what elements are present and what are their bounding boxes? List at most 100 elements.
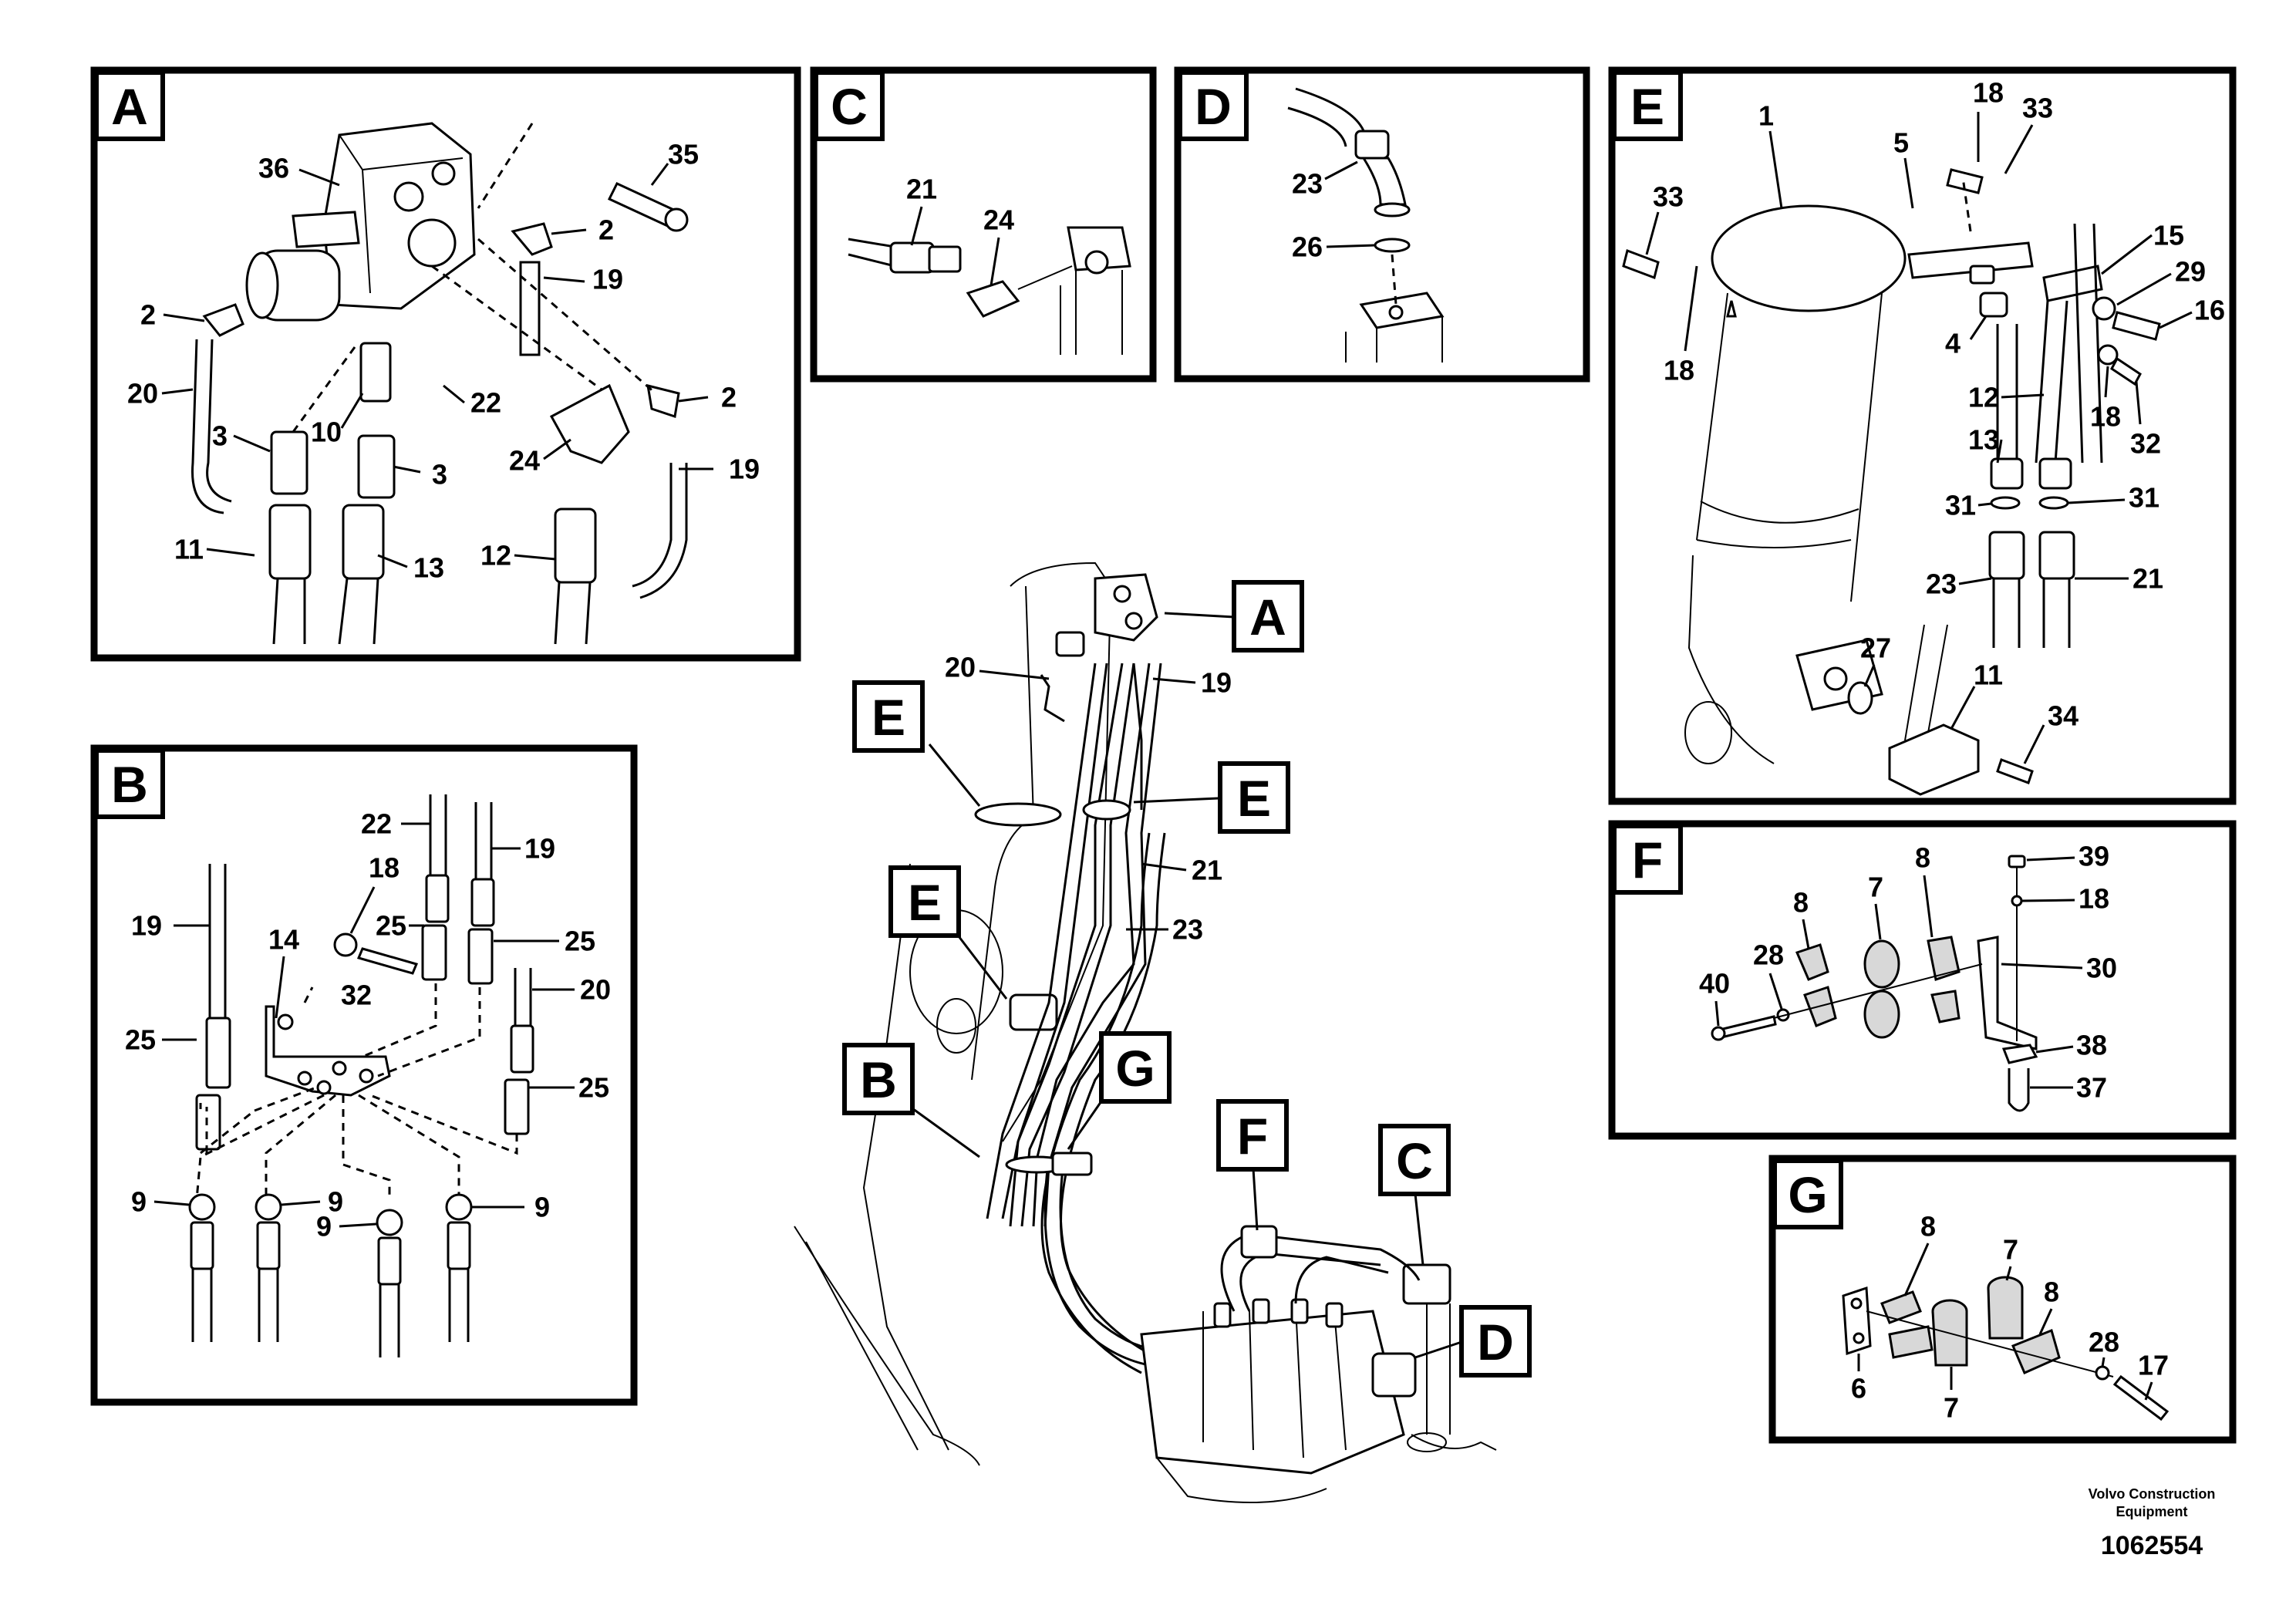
panel-g-tag: G xyxy=(1788,1166,1827,1223)
label-b-19-left: 19 xyxy=(131,910,162,942)
label-e-23: 23 xyxy=(1926,568,1957,600)
main-callout-f: F xyxy=(1216,1099,1289,1231)
label-a-20: 20 xyxy=(127,378,158,410)
label-b-9-b: 9 xyxy=(328,1186,343,1218)
main-callout-d: D xyxy=(1414,1305,1532,1378)
main-callout-a-box xyxy=(1232,580,1304,653)
label-g-17: 17 xyxy=(2138,1350,2169,1381)
label-a-11: 11 xyxy=(174,534,204,565)
label-g-7-bottom: 7 xyxy=(1944,1392,1959,1424)
panel-g: G 8 7 8 28 17 6 xyxy=(1768,1155,2237,1444)
panel-g-frame xyxy=(1768,1155,2237,1444)
panel-f: F 39 8 18 7 8 xyxy=(1608,820,2237,1140)
label-a-35: 35 xyxy=(668,139,699,170)
label-e-21: 21 xyxy=(2132,563,2163,595)
label-a-3-right: 3 xyxy=(432,459,447,491)
label-a-2-top: 2 xyxy=(598,214,614,246)
main-callout-b-tag: B xyxy=(860,1051,897,1108)
main-callout-f-tag: F xyxy=(1237,1108,1268,1165)
label-b-25-lower: 25 xyxy=(578,1072,609,1104)
main-callout-c: C xyxy=(1378,1124,1451,1266)
label-d-23: 23 xyxy=(1292,168,1323,200)
panel-f-tag-box xyxy=(1612,824,1683,895)
main-part-labels: 20 19 21 23 xyxy=(945,652,1232,946)
main-callout-g-box xyxy=(1099,1031,1172,1104)
panel-b-tag-box xyxy=(94,748,165,819)
label-c-21: 21 xyxy=(906,174,937,205)
panel-c-artwork xyxy=(848,226,1131,355)
panel-a-callouts: 36 35 2 19 2 20 3 10 22 24 2 19 3 xyxy=(127,139,760,584)
label-b-20: 20 xyxy=(580,974,611,1006)
label-f-8-right: 8 xyxy=(1915,842,1930,874)
label-b-14: 14 xyxy=(268,924,299,956)
footer: Volvo Construction Equipment 1062554 xyxy=(2089,1486,2216,1560)
main-callout-e-upper: E xyxy=(852,680,981,807)
label-g-8-right: 8 xyxy=(2044,1276,2059,1308)
label-a-24: 24 xyxy=(509,445,540,477)
label-e-18-top: 18 xyxy=(1973,77,2004,109)
panel-e: E xyxy=(1608,66,2237,805)
panel-f-frame xyxy=(1608,820,2237,1140)
panel-f-callouts: 39 8 18 7 8 30 28 40 38 37 xyxy=(1699,841,2117,1104)
panel-d-tag: D xyxy=(1195,78,1232,135)
label-e-1: 1 xyxy=(1758,100,1774,132)
label-a-19-right: 19 xyxy=(729,454,760,485)
panel-a: A xyxy=(90,66,801,662)
main-callout-b-box xyxy=(842,1043,915,1115)
panel-b-callouts: 22 19 18 19 14 25 25 32 20 25 25 9 9 9 xyxy=(125,808,611,1243)
panel-c: C 21 24 xyxy=(810,66,1157,383)
panel-b-tag: B xyxy=(111,756,148,813)
label-e-18-right: 18 xyxy=(2090,401,2121,433)
label-a-10: 10 xyxy=(311,416,342,448)
panel-b: B xyxy=(90,744,638,1406)
label-f-39: 39 xyxy=(2079,841,2109,872)
label-b-25-right: 25 xyxy=(565,926,595,957)
panel-d-frame xyxy=(1174,66,1590,383)
main-callout-e-right-box xyxy=(1218,761,1290,834)
main-view-artwork xyxy=(794,561,1497,1503)
panel-b-artwork xyxy=(188,794,534,1357)
label-a-22: 22 xyxy=(470,387,501,419)
label-g-6: 6 xyxy=(1851,1373,1866,1404)
label-a-19-top: 19 xyxy=(592,264,623,295)
main-callout-d-tag: D xyxy=(1477,1313,1514,1371)
panel-f-artwork xyxy=(1711,855,2038,1112)
label-c-24: 24 xyxy=(983,204,1014,236)
label-main-21: 21 xyxy=(1192,855,1222,886)
main-callout-e-upper-tag: E xyxy=(872,689,905,746)
drawing-number: 1062554 xyxy=(2101,1531,2203,1560)
panel-a-tag-box xyxy=(94,70,165,141)
brand-line-2: Equipment xyxy=(2116,1504,2188,1519)
label-b-9-c: 9 xyxy=(316,1211,332,1243)
panel-f-tag: F xyxy=(1632,831,1663,889)
label-e-16: 16 xyxy=(2194,295,2225,326)
label-e-29: 29 xyxy=(2175,256,2206,288)
label-e-18-left: 18 xyxy=(1664,355,1694,386)
panel-g-callouts: 8 7 8 28 17 6 7 xyxy=(1851,1211,2169,1424)
panel-d-tag-box xyxy=(1178,70,1249,141)
label-e-33-left: 33 xyxy=(1653,181,1684,213)
label-f-8-left: 8 xyxy=(1793,887,1809,919)
panel-a-tag: A xyxy=(111,78,148,135)
label-a-36: 36 xyxy=(258,153,289,184)
label-a-2-left: 2 xyxy=(140,299,156,331)
main-callout-e-upper-box xyxy=(852,680,925,753)
label-f-28: 28 xyxy=(1753,939,1784,971)
label-a-12: 12 xyxy=(480,540,511,572)
panel-e-artwork xyxy=(1622,168,2161,796)
panel-a-frame xyxy=(90,66,801,662)
label-g-28: 28 xyxy=(2089,1327,2119,1358)
label-f-38: 38 xyxy=(2076,1030,2107,1061)
label-b-18: 18 xyxy=(369,852,400,884)
label-e-11: 11 xyxy=(1974,659,2003,691)
label-e-34: 34 xyxy=(2048,700,2079,732)
label-main-23: 23 xyxy=(1172,914,1203,946)
label-b-22: 22 xyxy=(361,808,392,840)
main-callout-e-lower: E xyxy=(888,865,1008,1000)
panel-g-tag-box xyxy=(1772,1158,1843,1229)
main-callout-c-tag: C xyxy=(1396,1132,1433,1189)
label-b-9-a: 9 xyxy=(131,1186,147,1218)
label-g-7-top: 7 xyxy=(2003,1234,2018,1266)
panel-e-callouts: 1 18 33 5 33 15 29 16 18 4 12 18 13 xyxy=(1645,77,2225,764)
label-f-37: 37 xyxy=(2076,1072,2107,1104)
